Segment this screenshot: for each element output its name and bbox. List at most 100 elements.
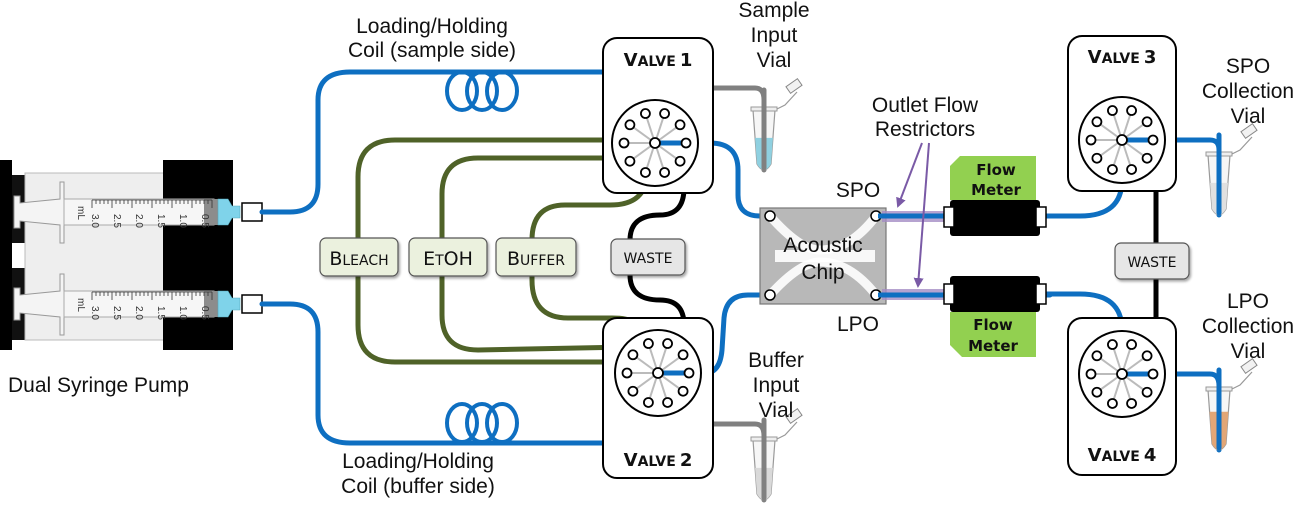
valve-port xyxy=(1147,368,1159,380)
flow-meter-spo-label-line2: Meter xyxy=(971,181,1021,199)
buffer-vial-label-line1: Buffer xyxy=(748,349,804,372)
valve-port xyxy=(1085,134,1097,146)
scale-tick-label: 2.5 xyxy=(111,306,122,320)
syringe-bottom xyxy=(13,273,241,336)
valve-port xyxy=(640,108,651,119)
bleach-label-rest: LEACH xyxy=(342,253,388,269)
valve-port xyxy=(662,338,673,349)
valve-port xyxy=(643,338,654,349)
valve-port xyxy=(1107,398,1118,409)
valve-port xyxy=(677,385,689,397)
waste-container-left: WASTE xyxy=(610,238,686,276)
vial-cap xyxy=(1240,358,1258,374)
etoh-label-rest: OH xyxy=(444,248,473,270)
etoh-reservoir: ETOH xyxy=(408,237,488,277)
sample-vial-label-line2: Input xyxy=(751,24,798,47)
scale-tick-label: 1.0 xyxy=(177,306,188,320)
sample-input-vial xyxy=(750,78,803,171)
buffer-vial-label-line3: Vial xyxy=(759,399,794,422)
lpo-label: LPO xyxy=(837,313,879,336)
sample-vial-label-line1: Sample xyxy=(738,0,809,22)
valve-center-port xyxy=(649,137,661,149)
scale-tick-label: 1.5 xyxy=(155,306,166,320)
vial-cap xyxy=(1240,123,1258,139)
buffer-vial-label-line2: Input xyxy=(753,374,800,397)
waste-container-right: WASTE xyxy=(1114,242,1190,280)
vial-cap xyxy=(785,78,803,94)
pump-label: Dual Syringe Pump xyxy=(8,374,189,397)
scale-tick-label: 3.0 xyxy=(89,214,100,228)
valve-center-port xyxy=(652,367,664,379)
buffer-coil-tube xyxy=(259,301,663,446)
sample-vial-label-line3: Vial xyxy=(757,49,792,72)
restrictors-label-line2: Restrictors xyxy=(875,118,975,141)
svg-text:BUFFER: BUFFER xyxy=(507,248,565,270)
valve-port xyxy=(1107,105,1118,116)
bleach-tube xyxy=(355,137,632,365)
chip-inlet-buffer-port xyxy=(764,289,776,301)
flow-meter-spo: Flow Meter xyxy=(943,156,1047,236)
buffer-reservoir: BUFFER xyxy=(495,237,577,277)
flow-meter-lpo-label-line1: Flow xyxy=(973,316,1013,334)
chip-label-line1: Acoustic xyxy=(783,234,862,257)
valve-port xyxy=(659,108,670,119)
scale-tick-label: 2.5 xyxy=(111,214,122,228)
valve-port xyxy=(659,167,670,178)
lpo-vial-label-line2: Collection xyxy=(1202,315,1294,338)
valve-port xyxy=(1107,164,1118,175)
restrictors-label-line1: Outlet Flow xyxy=(872,94,979,117)
valve-port xyxy=(624,155,636,167)
acoustic-chip: Acoustic Chip xyxy=(759,207,887,305)
etoh-label-cap: E xyxy=(423,248,435,270)
vial-cap xyxy=(785,408,803,424)
scale-tick-label: 2.0 xyxy=(133,214,144,228)
svg-text:BLEACH: BLEACH xyxy=(329,248,388,270)
scale-tick-label: 2.0 xyxy=(133,306,144,320)
spo-label: SPO xyxy=(836,179,880,202)
valve-port xyxy=(618,137,630,149)
chip-label-line2: Chip xyxy=(801,261,844,284)
valve-port xyxy=(1147,134,1159,146)
etoh-label-small: T xyxy=(434,253,444,269)
chip-inlet-sample-port xyxy=(764,210,776,222)
valve-port xyxy=(1091,386,1103,398)
valve-port xyxy=(1126,105,1137,116)
sample-coil-label-line2: Coil (sample side) xyxy=(348,39,516,62)
flow-meter-lpo: Flow Meter xyxy=(943,276,1047,357)
valve-port xyxy=(683,367,695,379)
spo-vial-label-line1: SPO xyxy=(1226,55,1270,78)
scale-unit: mL xyxy=(75,206,86,220)
buffer-input-vial xyxy=(750,408,803,501)
valve-port xyxy=(627,385,639,397)
valve-port xyxy=(1091,152,1103,164)
valve-port xyxy=(1141,116,1153,128)
valve-port xyxy=(624,119,636,131)
valve-port xyxy=(1141,152,1153,164)
flow-meter-lpo-label-line2: Meter xyxy=(968,337,1018,355)
lpo-vial-label-line3: Vial xyxy=(1231,340,1266,363)
valve-port xyxy=(677,349,689,361)
valve-port xyxy=(1085,368,1097,380)
valve-port xyxy=(1091,350,1103,362)
valve-port xyxy=(680,137,692,149)
valve-port xyxy=(621,367,633,379)
bleach-label-cap: B xyxy=(329,248,342,270)
spo-collection-vial xyxy=(1205,123,1258,216)
sample-coil-label-line1: Loading/Holding xyxy=(356,15,508,38)
waste-label-left: WASTE xyxy=(624,251,673,267)
buffer-coil-label-line1: Loading/Holding xyxy=(342,450,494,473)
waste-label-right: WASTE xyxy=(1128,255,1177,271)
restrictor-arrow-spo xyxy=(896,142,923,208)
valve-port xyxy=(1126,164,1137,175)
svg-text:ETOH: ETOH xyxy=(423,248,473,270)
scale-tick-label: 1.5 xyxy=(155,214,166,228)
buffer-label-rest: UFFER xyxy=(520,253,565,269)
buffer-coil-label-line2: Coil (buffer side) xyxy=(341,475,495,498)
syringe-top xyxy=(13,181,241,244)
valve-port xyxy=(1141,350,1153,362)
pump-left-plate xyxy=(0,160,12,350)
